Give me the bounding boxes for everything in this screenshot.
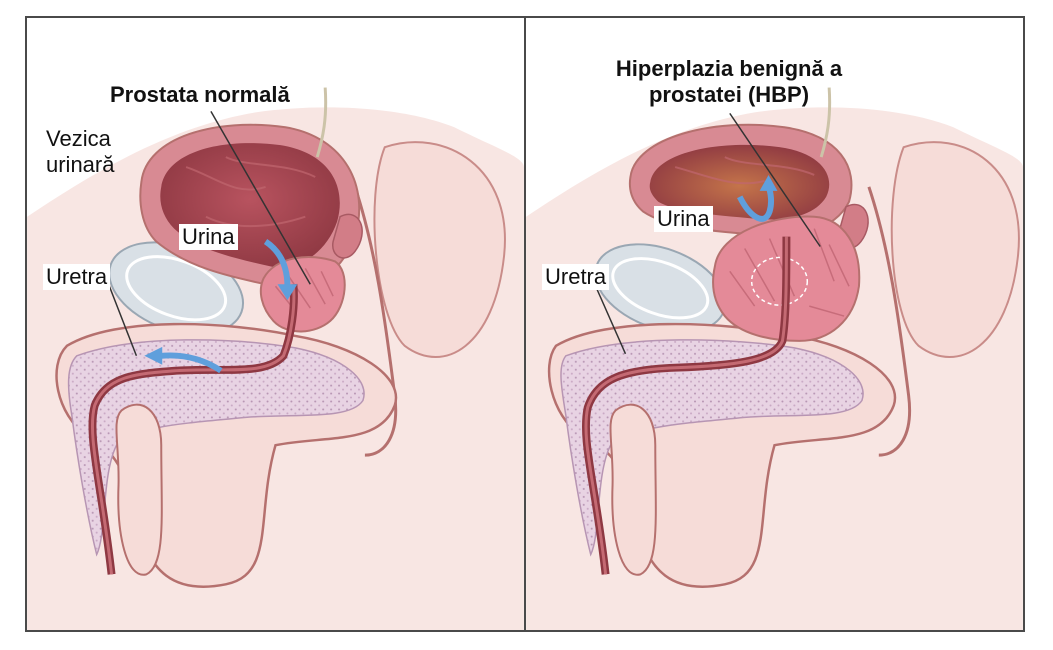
urine-flow-arrow-left — [161, 352, 223, 374]
pelvic-outline — [353, 186, 398, 457]
label-urine: Urina — [179, 224, 238, 250]
label-urine: Urina — [654, 206, 713, 232]
urine-flow-arrow-left-head — [144, 346, 163, 365]
hyperplastic-nodule — [750, 256, 809, 306]
urine-flow-arrow-down — [263, 239, 291, 287]
leader-prostate — [210, 111, 311, 285]
illustration-frame: Prostata normală Vezica urinară Urina Ur… — [25, 16, 1025, 632]
urine-flow-arrow-down-head — [277, 284, 298, 301]
pelvic-outline — [867, 186, 912, 457]
panel-normal-prostate: Prostata normală Vezica urinară Urina Ur… — [27, 18, 524, 630]
testis — [115, 403, 163, 576]
spongy-tissue — [67, 339, 365, 557]
testis — [609, 403, 657, 576]
leader-urethra — [107, 283, 138, 357]
seminal-vesicle — [332, 213, 363, 259]
panel-bph: Hiperplazia benignă a prostatei (HBP) Ur… — [524, 18, 1023, 630]
urine-backflow-arrow — [737, 185, 775, 222]
leader-urethra — [594, 285, 627, 355]
label-urethra: Uretra — [542, 264, 610, 290]
panel-title-bph: Hiperplazia benignă a prostatei (HBP) — [615, 56, 843, 107]
buttock — [890, 141, 1020, 358]
label-bladder: Vezica urinară — [46, 126, 115, 177]
panel-title-normal: Prostata normală — [110, 82, 290, 107]
bph-anatomy-drawing — [526, 18, 1023, 630]
urine-backflow-arrow-head — [759, 174, 778, 191]
buttock — [373, 141, 506, 358]
label-urethra: Uretra — [43, 264, 111, 290]
leader-bph — [729, 112, 821, 247]
catheter-line — [315, 87, 328, 158]
normal-anatomy-drawing — [27, 18, 524, 630]
catheter-line — [819, 87, 832, 158]
